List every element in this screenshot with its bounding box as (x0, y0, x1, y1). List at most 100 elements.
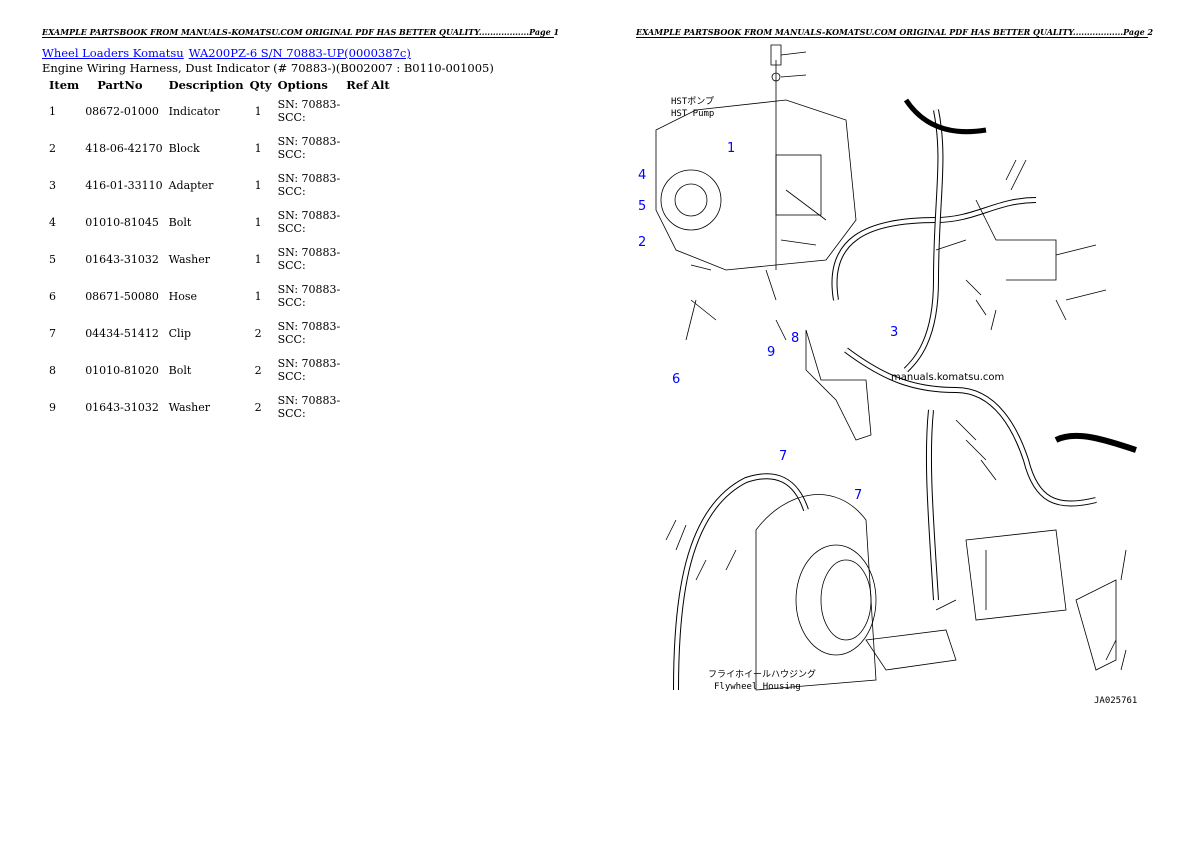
qty-cell: 2 (254, 364, 262, 377)
item-cell: 8 (49, 364, 56, 377)
bracket-drawing (805, 329, 872, 441)
alt-cell (371, 135, 393, 172)
ref-cell (343, 172, 371, 209)
option-line: SCC: (277, 370, 306, 383)
header-divider (42, 37, 554, 38)
description-cell: Washer (168, 401, 211, 414)
partno-cell: 08672-01000 (85, 105, 159, 118)
hst-pump-label-jp: HSTポンプ (671, 96, 714, 107)
option-line: SN: 70883- (277, 172, 341, 185)
option-line: SCC: (277, 259, 306, 272)
alt-cell (371, 394, 393, 431)
item-cell: 9 (49, 401, 56, 414)
qty-cell: 1 (254, 253, 262, 266)
partno-cell: 01643-31032 (85, 401, 159, 414)
table-row: 5 01643-31032 Washer 1 SN: 70883-SCC: (42, 246, 393, 283)
table-row: 6 08671-50080 Hose 1 SN: 70883-SCC: (42, 283, 393, 320)
flywheel-housing-drawing (755, 494, 877, 691)
partno-cell: 01643-31032 (85, 253, 159, 266)
ref-cell (343, 394, 371, 431)
callout-7a: 7 (779, 449, 787, 464)
option-line: SN: 70883- (277, 283, 341, 296)
page2-header: EXAMPLE PARTSBOOK FROM MANUALS-KOMATSU.C… (636, 27, 1154, 37)
plate-drawing (1075, 579, 1117, 671)
options-cell: SN: 70883-SCC: (275, 135, 344, 172)
hose-drawing (673, 98, 1137, 691)
partno-cell: 01010-81020 (85, 364, 159, 377)
partno-cell: 08671-50080 (85, 290, 159, 303)
col-ref: Ref (346, 78, 369, 92)
options-cell: SN: 70883-SCC: (275, 320, 344, 357)
callout-7b: 7 (854, 488, 862, 503)
alt-cell (371, 320, 393, 357)
partno-cell: 416-01-33110 (85, 179, 163, 192)
description-cell: Indicator (168, 105, 220, 118)
ref-cell (343, 98, 371, 135)
description-cell: Washer (168, 253, 211, 266)
watermark: manuals.komatsu.com (891, 372, 1004, 383)
options-cell: SN: 70883-SCC: (275, 98, 344, 135)
option-line: SCC: (277, 185, 306, 198)
option-line: SCC: (277, 148, 306, 161)
qty-cell: 1 (254, 142, 262, 155)
ref-cell (343, 246, 371, 283)
col-alt: Alt (371, 78, 390, 92)
option-line: SN: 70883- (277, 98, 341, 111)
breadcrumb-link-wheel-loaders[interactable]: Wheel Loaders Komatsu (42, 46, 184, 60)
clamp-drawing (865, 629, 957, 671)
callout-8: 8 (791, 331, 799, 346)
mount-drawing (965, 529, 1067, 621)
options-cell: SN: 70883-SCC: (275, 209, 344, 246)
page1-header: EXAMPLE PARTSBOOK FROM MANUALS-KOMATSU.C… (42, 27, 560, 37)
partno-cell: 418-06-42170 (85, 142, 163, 155)
drawing-code: JA025761 (1094, 696, 1137, 706)
flywheel-label-jp: フライホイールハウジング (708, 668, 816, 680)
option-line: SCC: (277, 333, 306, 346)
col-item: Item (49, 78, 80, 92)
option-line: SCC: (277, 111, 306, 124)
table-row: 1 08672-01000 Indicator 1 SN: 70883-SCC: (42, 98, 393, 135)
qty-cell: 1 (254, 179, 262, 192)
option-line: SCC: (277, 407, 306, 420)
col-qty: Qty (249, 78, 272, 92)
ref-cell (343, 320, 371, 357)
option-line: SN: 70883- (277, 135, 341, 148)
hst-pump-label-en: HST Pump (671, 109, 714, 119)
item-cell: 3 (49, 179, 56, 192)
breadcrumb-link-model[interactable]: WA200PZ-6 S/N 70883-UP(0000387c) (188, 46, 411, 60)
option-line: SN: 70883- (277, 394, 341, 407)
option-line: SN: 70883- (277, 320, 341, 333)
option-line: SN: 70883- (277, 209, 341, 222)
option-line: SCC: (277, 296, 306, 309)
callout-9: 9 (767, 345, 775, 360)
callout-4: 4 (638, 168, 646, 183)
options-cell: SN: 70883-SCC: (275, 246, 344, 283)
item-cell: 1 (49, 105, 56, 118)
item-cell: 7 (49, 327, 56, 340)
qty-cell: 1 (254, 290, 262, 303)
item-cell: 5 (49, 253, 56, 266)
leader-lines (665, 159, 1127, 671)
callout-5: 5 (638, 199, 646, 214)
alt-cell (371, 357, 393, 394)
partno-cell: 01010-81045 (85, 216, 159, 229)
item-cell: 4 (49, 216, 56, 229)
ref-cell (343, 135, 371, 172)
item-cell: 6 (49, 290, 56, 303)
description-cell: Hose (168, 290, 197, 303)
qty-cell: 1 (254, 105, 262, 118)
ref-cell (343, 209, 371, 246)
options-cell: SN: 70883-SCC: (275, 283, 344, 320)
alt-cell (371, 209, 393, 246)
ref-cell (343, 357, 371, 394)
description-cell: Clip (168, 327, 192, 340)
callout-3: 3 (890, 325, 898, 340)
breadcrumb: Wheel Loaders Komatsu WA200PZ-6 S/N 70883… (42, 46, 416, 60)
description-cell: Bolt (168, 216, 192, 229)
